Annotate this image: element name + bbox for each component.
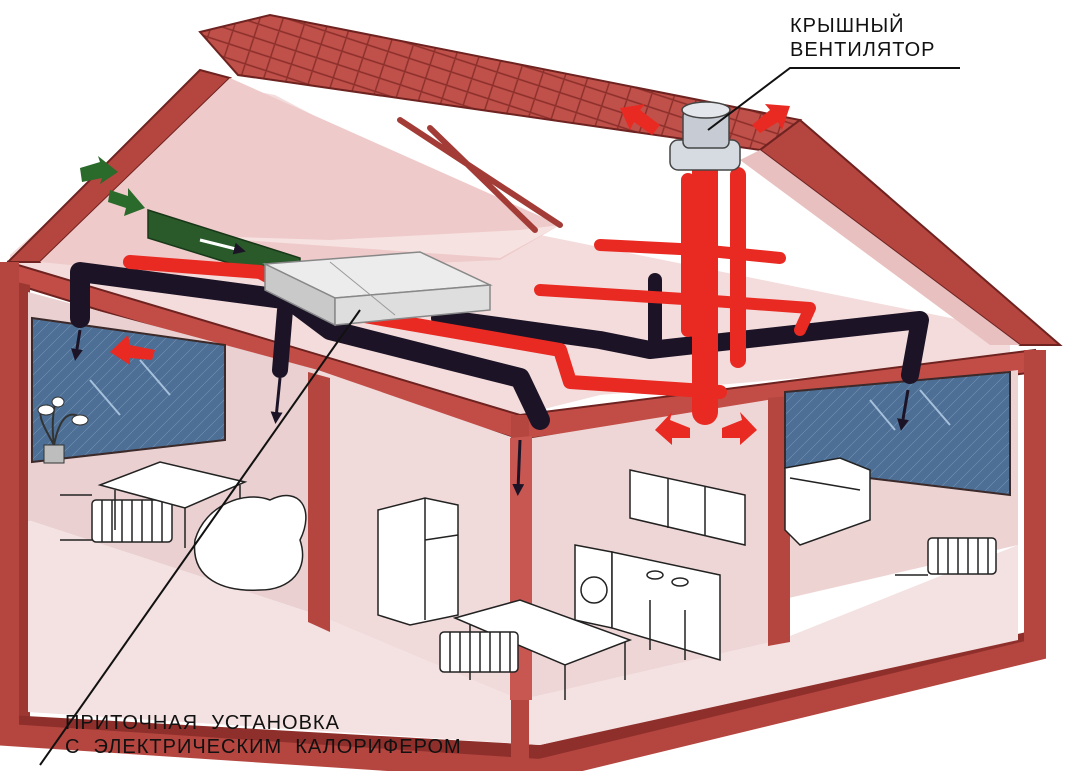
supply-unit-label-line1: ПРИТОЧНАЯ УСТАНОВКА xyxy=(65,712,340,734)
kitchen-cabinets-icon xyxy=(629,469,746,546)
supply-unit-icon xyxy=(262,251,493,327)
roof-fan-label-line2: ВЕНТИЛЯТОР xyxy=(790,39,936,61)
airflow-arrow-icon xyxy=(80,156,145,216)
bed-icon xyxy=(784,457,871,546)
radiator-icon xyxy=(60,494,173,543)
plant-icon xyxy=(37,396,89,464)
roof-fan-icon xyxy=(669,101,741,171)
supply-unit-label: ПРИТОЧНАЯ УСТАНОВКА С ЭЛЕКТРИЧЕСКИМ КАЛО… xyxy=(65,711,462,759)
airflow-arrow-icon xyxy=(71,329,910,496)
floor xyxy=(28,520,1018,745)
washing-machine-icon xyxy=(574,544,613,629)
radiator-icon xyxy=(439,631,519,673)
supply-unit-label-line2: С ЭЛЕКТРИЧЕСКИМ КАЛОРИФЕРОМ xyxy=(65,736,462,758)
radiator-icon xyxy=(895,537,997,576)
roof-fan-label: КРЫШНЫЙ ВЕНТИЛЯТОР xyxy=(790,14,936,62)
table-icon xyxy=(97,461,248,548)
stove-icon xyxy=(611,551,721,662)
leader-lines xyxy=(39,67,960,766)
supply-duct xyxy=(123,137,816,425)
armchair-icon xyxy=(193,494,307,591)
roof-fan-label-line1: КРЫШНЫЙ xyxy=(790,15,905,37)
airflow-arrow-icon xyxy=(110,104,790,445)
fridge-icon xyxy=(377,497,459,626)
